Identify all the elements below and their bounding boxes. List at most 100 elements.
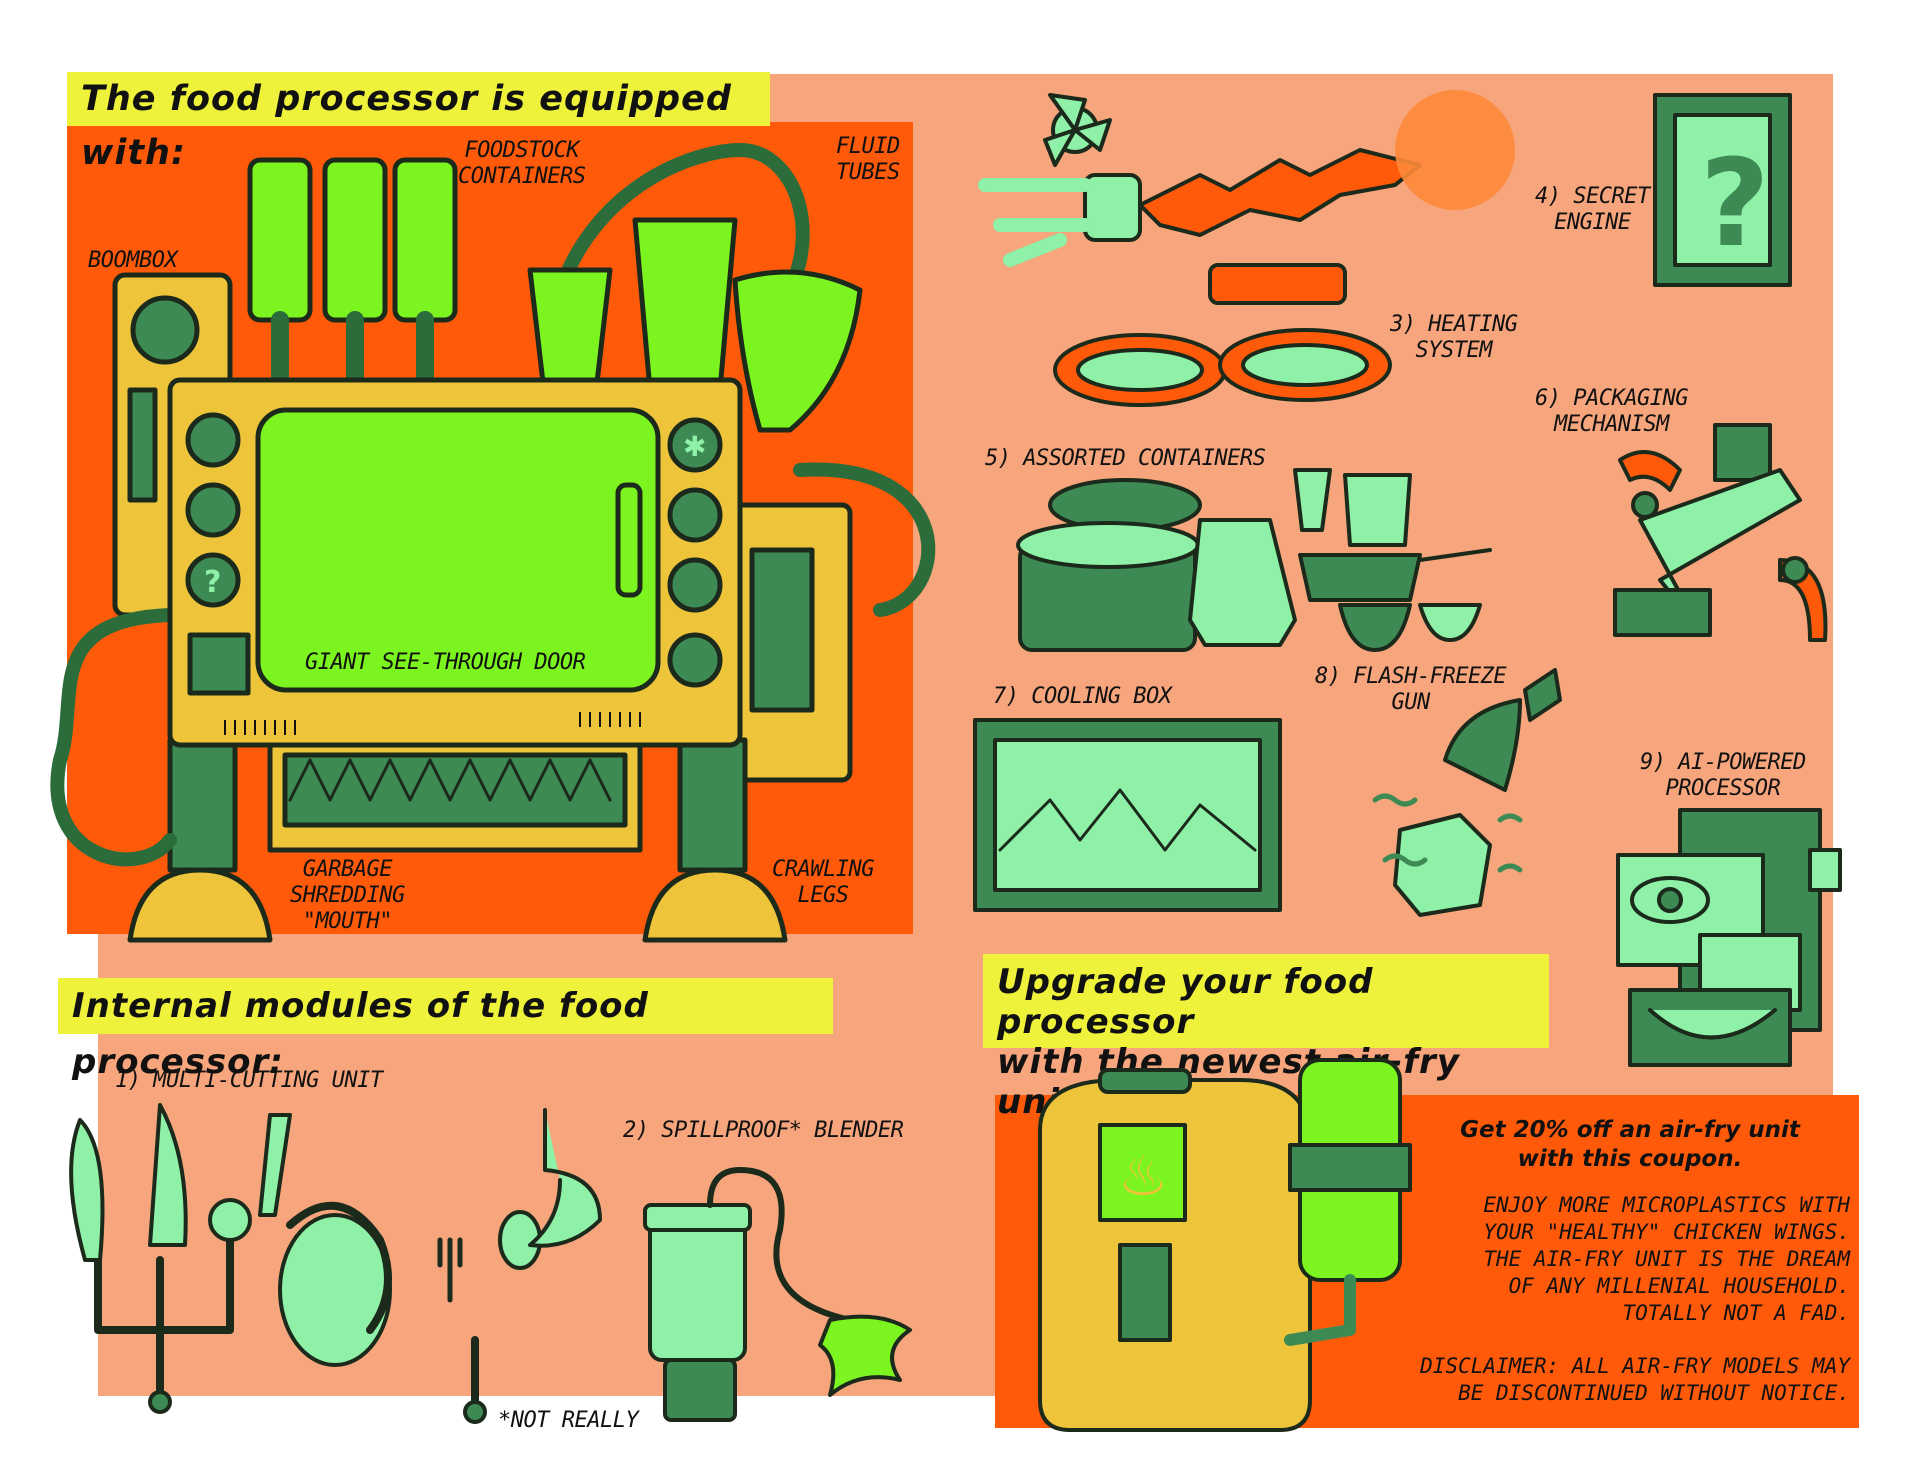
label-module-9-line2: PROCESSOR (1665, 776, 1781, 801)
blender-lid (643, 1203, 752, 1232)
blender-splash (818, 1314, 912, 1397)
coupon-disclaimer-line2: BE DISCONTINUED WITHOUT NOTICE. (1458, 1381, 1850, 1405)
label-crawling-line1: CRAWLING (772, 857, 874, 882)
packaging-press (1613, 588, 1712, 637)
secret-engine-question: ? (1700, 135, 1770, 274)
foot-right (642, 867, 788, 943)
label-module-4-line2: ENGINE (1554, 210, 1631, 235)
foodstock-container-2 (322, 157, 388, 323)
label-module-8-line1: 8) FLASH-FREEZE (1315, 664, 1507, 689)
label-crawling-line2: LEGS (797, 883, 849, 908)
coupon-headline-line2: with this coupon. (1517, 1146, 1743, 1172)
boombox-panel (127, 387, 158, 503)
whisk-arm (286, 1201, 392, 1334)
label-foodstock-containers: FOODSTOCK CONTAINERS (458, 138, 586, 190)
coupon-headline-line1: Get 20% off an air-fry unit (1460, 1117, 1800, 1143)
fluid-tube-2 (793, 462, 936, 617)
control-button-shower (667, 632, 723, 688)
snowflake-glyph: ✱ (683, 430, 706, 463)
coupon-body-line2: YOUR "HEALTHY" CHICKEN WINGS. (1483, 1220, 1850, 1244)
control-button-question (185, 552, 241, 608)
leg-hose-left (50, 608, 177, 867)
label-garbage-line1: GARBAGE (302, 857, 393, 882)
label-module-9-line1: 9) AI-POWERED (1640, 750, 1806, 775)
control-button-snowflake (667, 417, 723, 473)
label-module-3-line2: SYSTEM (1415, 338, 1492, 363)
heading-internal-modules: Internal modules of the food processor: (58, 978, 833, 1082)
base-links (156, 1326, 479, 1414)
fluid-tube-1 (553, 143, 810, 327)
blender-hose (707, 1167, 853, 1323)
side-cabinet-vent (749, 547, 815, 713)
container-pitcher (1343, 473, 1412, 547)
coupon-body-line4: OF ANY MILLENIAL HOUSEHOLD. (1508, 1274, 1850, 1298)
control-button-cube (185, 412, 241, 468)
scissors-eye (208, 1198, 252, 1242)
foodstock-container-3 (392, 157, 458, 323)
heading-upgrade-line1: Upgrade your food processor (997, 962, 1374, 1042)
flame-glyph: ♨ (1118, 1144, 1168, 1209)
air-fryer-window (1098, 1123, 1187, 1222)
control-button-blade (185, 482, 241, 538)
label-garbage-line3: "MOUTH" (302, 909, 393, 934)
label-fluid-line1: FLUID (836, 134, 900, 159)
label-module-8-line2: GUN (1391, 690, 1430, 715)
conveyor-roller-left (1631, 491, 1659, 519)
label-boombox: BOOMBOX (88, 248, 178, 273)
label-garbage-line2: SHREDDING (290, 883, 405, 908)
speaker-icon (130, 295, 200, 365)
freeze-spray (1372, 793, 1523, 873)
label-module-7: 7) COOLING BOX (993, 684, 1172, 709)
ai-processor-smile-panel (1628, 988, 1792, 1067)
coupon-body-line1: ENJOY MORE MICROPLASTICS WITH (1483, 1193, 1850, 1217)
heater-pipes (978, 178, 1092, 267)
label-module-3-line1: 3) HEATING (1390, 312, 1518, 337)
label-module-2: 2) SPILLPROOF* BLENDER (623, 1118, 904, 1143)
cutting-arm (94, 1211, 234, 1334)
hook-tool (528, 1108, 602, 1248)
label-fluid-line2: TUBES (836, 160, 900, 185)
container-jug (1188, 518, 1297, 647)
label-module-6-line1: 6) PACKAGING (1535, 386, 1688, 411)
funnel-center (632, 217, 738, 393)
coupon-text-block: Get 20% off an air-fry unit with this co… (1410, 1116, 1850, 1407)
vent-marks-right (579, 712, 641, 727)
knife-3 (258, 1113, 292, 1217)
label-garbage-mouth: GARBAGE SHREDDING "MOUTH" (290, 857, 405, 935)
secret-engine-glow (1395, 90, 1515, 210)
label-module-3: 3) HEATING SYSTEM (1390, 312, 1518, 364)
knife-2 (148, 1103, 188, 1247)
air-fryer-canister-band (1288, 1143, 1412, 1192)
label-module-9: 9) AI-POWERED PROCESSOR (1640, 750, 1806, 802)
wooden-log (1208, 263, 1347, 305)
label-module-4: 4) SECRET ENGINE (1535, 184, 1650, 236)
container-bowl-b (1418, 603, 1482, 642)
label-see-through-door: GIANT SEE-THROUGH DOOR (305, 650, 586, 675)
air-fryer-lid (1098, 1068, 1192, 1094)
crawling-leg-right (677, 737, 748, 873)
conveyor-roller-right (1781, 556, 1809, 584)
blender-jar (648, 1218, 747, 1362)
foodstock-container-1 (247, 157, 313, 323)
cooling-box-mountains (998, 788, 1257, 852)
air-fryer-handle (1118, 1243, 1172, 1342)
label-module-8: 8) FLASH-FREEZE GUN (1315, 664, 1507, 716)
label-foodstock-line1: FOODSTOCK (464, 138, 580, 163)
door-handle (615, 482, 643, 598)
shredder-teeth (288, 758, 612, 802)
foot-left (127, 867, 273, 943)
heater-nozzle (1083, 173, 1142, 242)
label-module-2-note: *NOT REALLY (498, 1408, 639, 1433)
coupon-body-line5: TOTALLY NOT A FAD. (1622, 1301, 1850, 1325)
air-fryer-tube (1284, 1274, 1356, 1346)
vent-marks-left (224, 720, 296, 735)
fork-tool (437, 1237, 463, 1303)
label-module-1: 1) MULTI-CUTTING UNIT (115, 1068, 383, 1093)
blender-base (663, 1358, 737, 1422)
heading-internal-text: Internal modules of the food processor: (72, 986, 649, 1082)
ai-smile-icon (1648, 1008, 1777, 1040)
label-crawling-legs: CRAWLING LEGS (772, 857, 874, 909)
see-through-door (255, 407, 661, 693)
control-keypad (187, 632, 251, 696)
